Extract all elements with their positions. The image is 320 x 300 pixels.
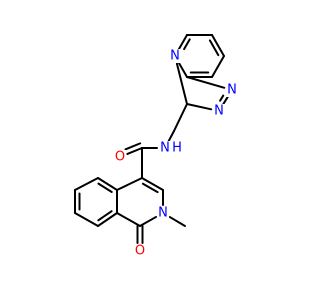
atom-h-amide-label: H — [172, 141, 182, 156]
bond-ch2-nam — [167, 130, 175, 142]
atom-o-amide: O — [114, 150, 126, 165]
bond-pE-npyr — [177, 61, 188, 78]
atom-n-isoquinolinone-label: N — [158, 206, 168, 221]
bond-benzo-b-br-double — [97, 210, 113, 222]
atom-o-isoquinolinone-label: O — [135, 244, 145, 259]
bond-benzo-tr-t-double — [97, 182, 113, 194]
atom-n-triazole-bottom-bg — [213, 104, 225, 118]
atom-n-triazole-right-bg — [226, 83, 238, 97]
atom-n-triazole-bottom-label: N — [214, 104, 224, 119]
bond-c4-c3 — [141, 177, 164, 191]
bond-npyr-pA — [177, 34, 188, 51]
bond-ntr1-ntr2-double — [219, 94, 225, 102]
bond-npyr-pA-double — [183, 38, 191, 51]
atom-n-isoquinolinone-bg — [157, 206, 169, 220]
bond-ntr1-ntr2 — [222, 95, 229, 106]
atom-n-amide-label: N — [160, 141, 170, 156]
bond-nring-me — [168, 216, 186, 227]
atom-n-triazole-right-label: N — [227, 83, 237, 98]
atom-n-triazole-right: N — [226, 83, 238, 98]
atom-o-isoquinolinone-bg — [134, 244, 146, 258]
bond-tC-ch2 — [173, 103, 188, 132]
atom-o-amide-label: O — [115, 150, 125, 165]
bond-pB-pC — [211, 34, 225, 57]
bond-pB-pC-double — [208, 39, 220, 57]
bond-benzo-tr-t — [97, 177, 118, 191]
bonds-layer — [74, 34, 229, 244]
atom-o-amide-bg — [114, 150, 126, 164]
bond-c4a-c4 — [116, 177, 143, 191]
bond-c4-c3-double — [141, 182, 159, 194]
bond-benzo-t-tl — [74, 177, 99, 191]
atom-n-triazole-bottom: N — [213, 104, 225, 119]
bond-c1-c8a — [116, 212, 141, 227]
atom-h-amide: H — [171, 141, 183, 156]
atom-o-isoquinolinone: O — [134, 244, 146, 259]
atom-n-amide-bg — [159, 141, 171, 155]
atom-n-pyridine-label: N — [170, 49, 180, 64]
bond-nring-c1 — [139, 215, 158, 227]
bond-tC-npyr — [175, 62, 188, 105]
atom-h-amide-bg — [171, 141, 183, 155]
bond-benzo-bl-b — [74, 212, 99, 227]
atom-n-isoquinolinone: N — [157, 206, 169, 221]
bond-cam-oam-double — [124, 142, 142, 151]
bond-ntr2-tC — [186, 103, 213, 111]
atom-n-pyridine-bg — [169, 49, 181, 63]
bond-pC-pD — [211, 55, 225, 78]
bond-cam-oam — [126, 147, 143, 155]
atom-n-pyridine: N — [169, 49, 181, 64]
bond-benzo-b-br — [97, 212, 118, 227]
bond-pE-ntr1 — [186, 76, 226, 89]
atom-n-amide: N — [159, 141, 171, 156]
